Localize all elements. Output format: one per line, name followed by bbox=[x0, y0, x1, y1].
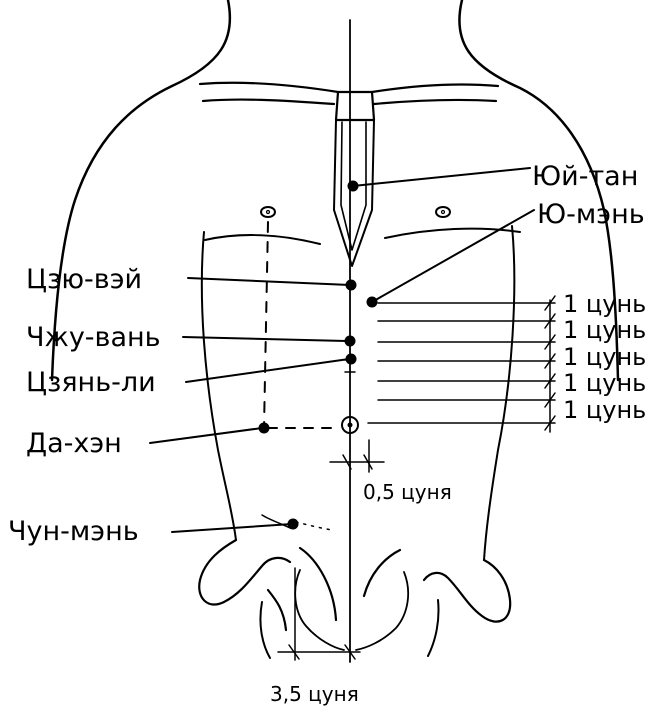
label-chun-men: Чун-мэнь bbox=[8, 518, 139, 545]
label-tszyan-li: Цзянь-ли bbox=[26, 369, 156, 396]
label-tszyu-vei: Цзю-вэй bbox=[26, 266, 142, 293]
label-cun-5: 1 цунь bbox=[563, 398, 646, 422]
label-cun-2: 1 цунь bbox=[563, 318, 646, 342]
label-cun-4: 1 цунь bbox=[563, 371, 646, 395]
label-yu-men: Ю-мэнь bbox=[537, 201, 645, 228]
label-half-cun: 0,5 цуня bbox=[363, 482, 452, 502]
label-da-hen: Да-хэн bbox=[26, 430, 122, 457]
point-yu-men bbox=[367, 297, 378, 308]
label-yui-tan: Юй-тан bbox=[532, 163, 638, 190]
label-chzhu-van: Чжу-вань bbox=[26, 324, 161, 351]
point-chzhu-van bbox=[345, 336, 356, 347]
point-tszyu-vei bbox=[346, 280, 357, 291]
label-three-half-cun: 3,5 цуня bbox=[270, 684, 359, 704]
point-yui-tan bbox=[348, 181, 359, 192]
point-chun-men bbox=[288, 519, 299, 530]
label-cun-3: 1 цунь bbox=[563, 345, 646, 369]
point-tszyan-li bbox=[346, 354, 357, 365]
point-da-hen bbox=[259, 423, 270, 434]
label-cun-1: 1 цунь bbox=[563, 292, 646, 316]
